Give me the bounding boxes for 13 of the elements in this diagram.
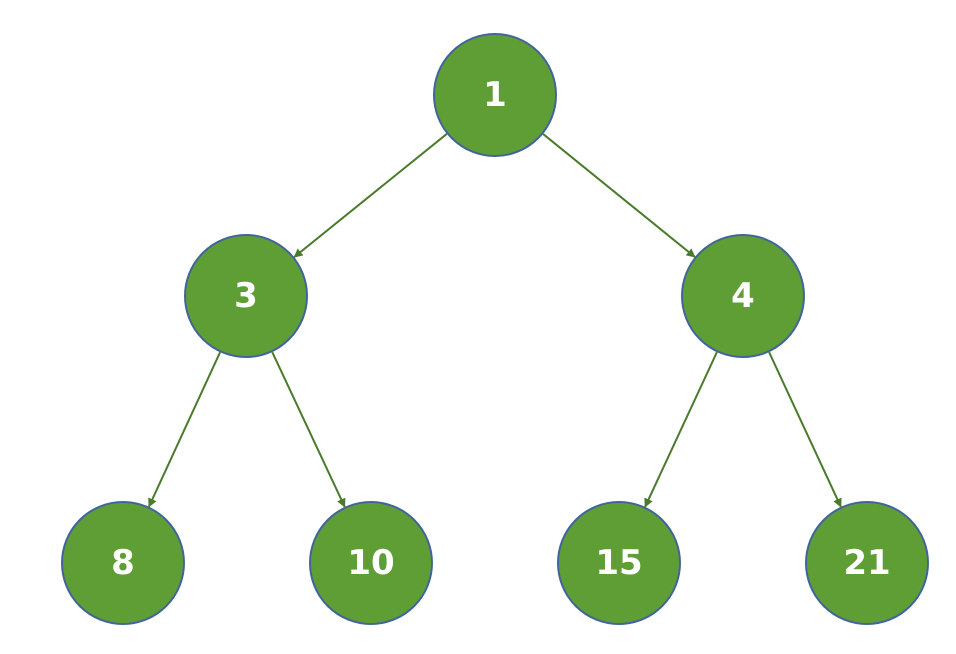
arrow <box>271 352 346 508</box>
node-value: 8 <box>111 543 135 583</box>
node-value: 4 <box>731 276 755 316</box>
node-value: 15 <box>595 543 643 583</box>
node-value: 1 <box>483 75 507 115</box>
node-value: 21 <box>843 543 891 583</box>
arrow <box>542 133 696 258</box>
arrow <box>148 352 221 508</box>
arrow <box>294 133 448 258</box>
arrow <box>644 352 718 508</box>
node-value: 3 <box>234 276 258 316</box>
arrow <box>768 352 842 508</box>
node-value: 10 <box>347 543 395 583</box>
